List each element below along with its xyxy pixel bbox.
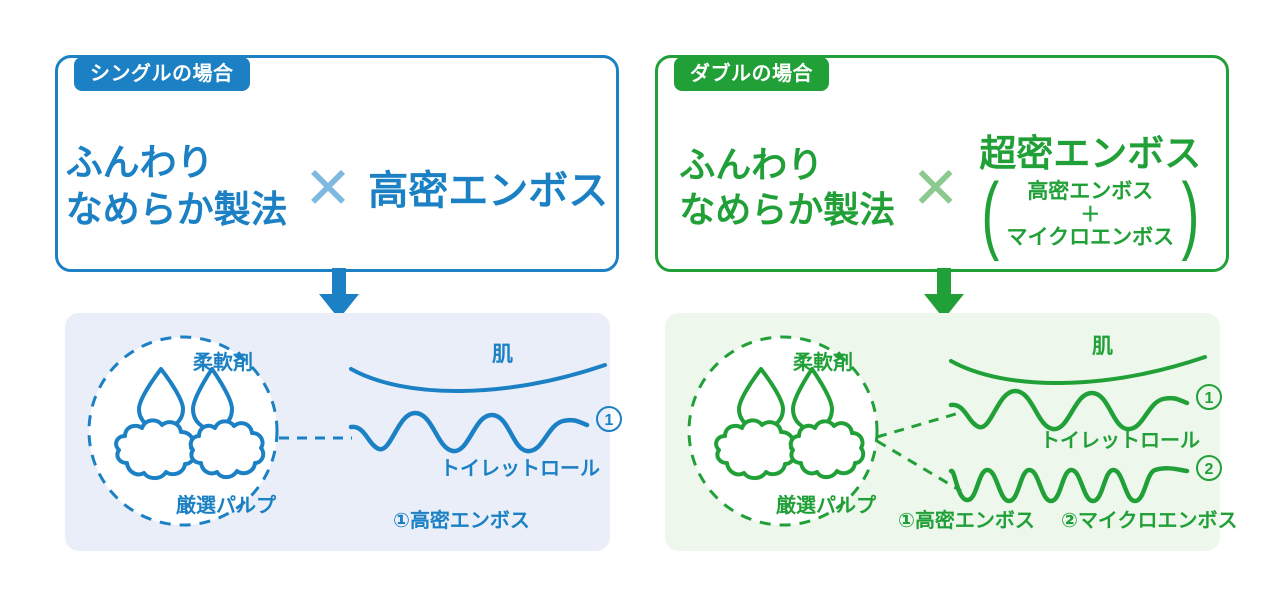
emboss-plus-sign: ＋ bbox=[1080, 203, 1101, 226]
single-softener-label: 柔軟剤 bbox=[193, 352, 253, 374]
double-card-body: ふんわり なめらか製法 ✕ 超密エンボス ( 高密エンボス ＋ マイクロエンボス… bbox=[658, 104, 1226, 269]
marker-1-number: 1 bbox=[605, 412, 614, 429]
single-skin-label: 肌 bbox=[492, 343, 513, 366]
multiply-icon: ✕ bbox=[911, 155, 960, 221]
pulp-cloud-icon bbox=[714, 418, 796, 481]
double-legend-marker-1: ① bbox=[898, 510, 915, 532]
double-roll-label: トイレットロール bbox=[1040, 430, 1200, 452]
paren-open: ( bbox=[981, 166, 1000, 263]
marker-circle-1 bbox=[596, 406, 622, 432]
panel-double: ダブルの場合 ふんわり なめらか製法 ✕ 超密エンボス ( 高密エンボス ＋ マ… bbox=[655, 0, 1255, 610]
double-method-card: ダブルの場合 ふんわり なめらか製法 ✕ 超密エンボス ( 高密エンボス ＋ マ… bbox=[655, 55, 1229, 272]
skin-curve bbox=[949, 355, 1207, 386]
single-roll-label: トイレットロール bbox=[440, 458, 600, 480]
paren-close: ) bbox=[1181, 166, 1200, 263]
double-legend-item-1: ①高密エンボス bbox=[898, 504, 1035, 533]
double-emboss-components: 高密エンボス ＋ マイクロエンボス bbox=[1005, 179, 1177, 249]
single-pulp-label: 厳選パルプ bbox=[176, 495, 276, 517]
panel-single: シングルの場合 ふんわり なめらか製法 ✕ 高密エンボス bbox=[55, 0, 655, 610]
single-method-card: シングルの場合 ふんわり なめらか製法 ✕ 高密エンボス bbox=[55, 55, 619, 272]
marker-circle-1 bbox=[1196, 384, 1222, 410]
double-method-line1: ふんわり bbox=[679, 143, 824, 185]
emboss-component-top: 高密エンボス bbox=[1027, 180, 1154, 204]
multiply-icon: ✕ bbox=[303, 155, 353, 221]
single-down-arrow bbox=[318, 268, 360, 325]
single-card-body: ふんわり なめらか製法 ✕ 高密エンボス bbox=[58, 104, 616, 269]
marker-2-number: 2 bbox=[1205, 461, 1214, 478]
marker-1-number: 1 bbox=[1205, 390, 1214, 407]
double-emboss-formula: ( 高密エンボス ＋ マイクロエンボス ) bbox=[976, 166, 1205, 263]
connector-line-lower bbox=[876, 439, 962, 493]
connector-line-upper bbox=[876, 411, 960, 439]
double-method-line2: なめらか製法 bbox=[679, 188, 896, 230]
single-emboss-label: 高密エンボス bbox=[368, 168, 609, 213]
single-tab-label: シングルの場合 bbox=[74, 57, 250, 91]
single-legend-item-1: ①高密エンボス bbox=[393, 504, 530, 533]
marker-circle-2 bbox=[1196, 455, 1222, 481]
single-legend-text-1: 高密エンボス bbox=[409, 510, 530, 532]
double-legend-item-2: ②マイクロエンボス bbox=[1061, 504, 1238, 533]
single-diagram: 1 bbox=[87, 335, 622, 527]
single-method-line1: ふんわり bbox=[65, 142, 214, 184]
toilet-roll-wave-2 bbox=[948, 466, 1190, 504]
double-legend-text-1: 高密エンボス bbox=[914, 510, 1035, 532]
double-skin-label: 肌 bbox=[1092, 335, 1113, 358]
pulp-cloud-icon bbox=[788, 419, 866, 480]
double-legend-text-2: マイクロエンボス bbox=[1077, 510, 1238, 532]
double-legend-marker-2: ② bbox=[1061, 510, 1078, 532]
toilet-roll-wave-1 bbox=[348, 410, 590, 454]
single-method-line2: なめらか製法 bbox=[65, 188, 288, 230]
single-legend-marker-1: ① bbox=[393, 510, 410, 532]
emboss-component-bottom: マイクロエンボス bbox=[1006, 225, 1175, 249]
double-emboss-block: 超密エンボス ( 高密エンボス ＋ マイクロエンボス ) bbox=[976, 123, 1205, 263]
single-method-text: ふんわり なめらか製法 bbox=[66, 140, 288, 233]
double-emboss-title: 超密エンボス bbox=[979, 133, 1202, 175]
pulp-cloud-icon bbox=[188, 419, 266, 480]
double-pulp-label: 厳選パルプ bbox=[776, 495, 876, 517]
toilet-roll-wave-1 bbox=[948, 388, 1190, 432]
double-diagram: 1 2 bbox=[687, 335, 1222, 527]
pulp-cloud-icon bbox=[114, 418, 196, 481]
skin-curve bbox=[349, 363, 607, 394]
double-tab-label: ダブルの場合 bbox=[674, 57, 829, 91]
double-method-text: ふんわり なめらか製法 bbox=[679, 142, 895, 232]
double-down-arrow bbox=[923, 268, 965, 325]
double-softener-label: 柔軟剤 bbox=[793, 352, 853, 374]
